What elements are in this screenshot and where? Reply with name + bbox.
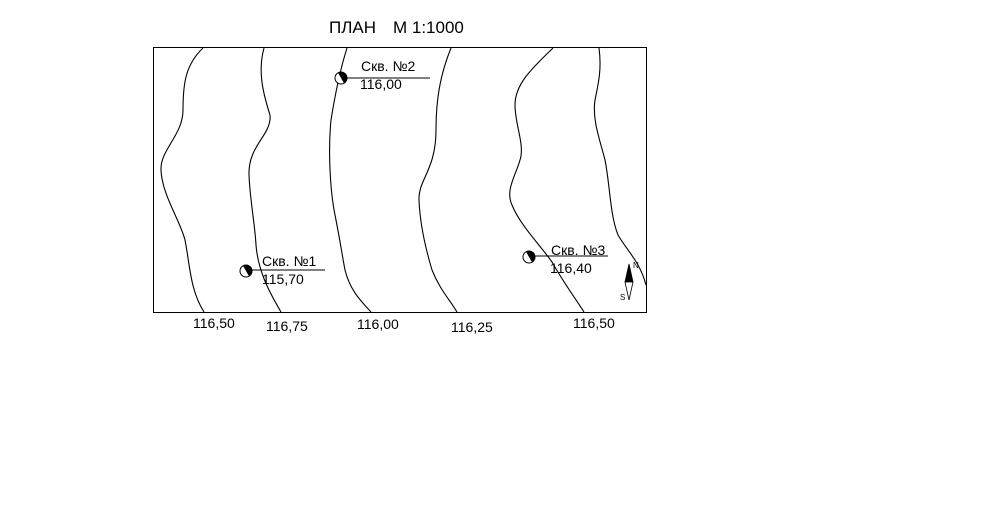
plan-frame [153, 47, 647, 313]
contour-label-2: 116,75 [266, 318, 308, 334]
well-2: Скв. №2 116,00 [334, 58, 430, 92]
contour-line-5 [509, 47, 585, 313]
plan-scale: М 1:1000 [393, 18, 464, 37]
contour-line-4 [418, 47, 458, 313]
north-label: N [633, 261, 639, 270]
contour-label-3: 116,00 [357, 316, 399, 332]
contour-line-2 [248, 47, 282, 313]
well-name-label: Скв. №2 [361, 58, 415, 74]
well-3: Скв. №3 116,40 [522, 242, 608, 276]
well-elevation-label: 116,40 [550, 260, 592, 276]
contour-label-5: 116,50 [573, 315, 615, 331]
contour-label-1: 116,50 [193, 315, 235, 331]
well-name-label: Скв. №3 [551, 242, 605, 258]
contour-label-4: 116,25 [451, 319, 493, 335]
contour-line-1 [160, 47, 205, 313]
well-elevation-label: 116,00 [360, 76, 402, 92]
well-1: Скв. №1 115,70 [239, 253, 325, 287]
contour-line-6 [593, 47, 647, 286]
north-arrow-icon: N S [620, 261, 639, 302]
plan-title: ПЛАН [329, 18, 376, 37]
contour-line-3 [329, 47, 372, 313]
well-name-label: Скв. №1 [262, 253, 316, 269]
south-label: S [620, 293, 625, 302]
well-elevation-label: 115,70 [262, 271, 304, 287]
